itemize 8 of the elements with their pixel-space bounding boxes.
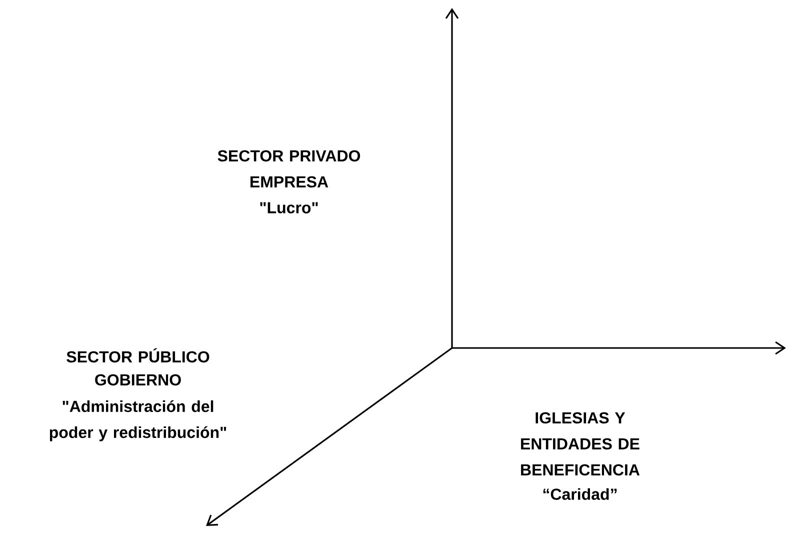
axis-label: GOBIERNO <box>95 374 181 386</box>
axis-label: "Administración del poder y redistribución" <box>50 400 226 442</box>
axis-label: "Lucro" <box>260 202 318 214</box>
axis-label: IGLESIAS Y ENTIDADES DE BENEFICENCIA <box>521 412 640 476</box>
axis-label: SECTOR PÚBLICO <box>66 348 210 363</box>
axis-label: “Caridad” <box>543 488 617 500</box>
axis-label: SECTOR PRIVADO <box>218 150 360 162</box>
axis-label: EMPRESA <box>250 176 328 188</box>
